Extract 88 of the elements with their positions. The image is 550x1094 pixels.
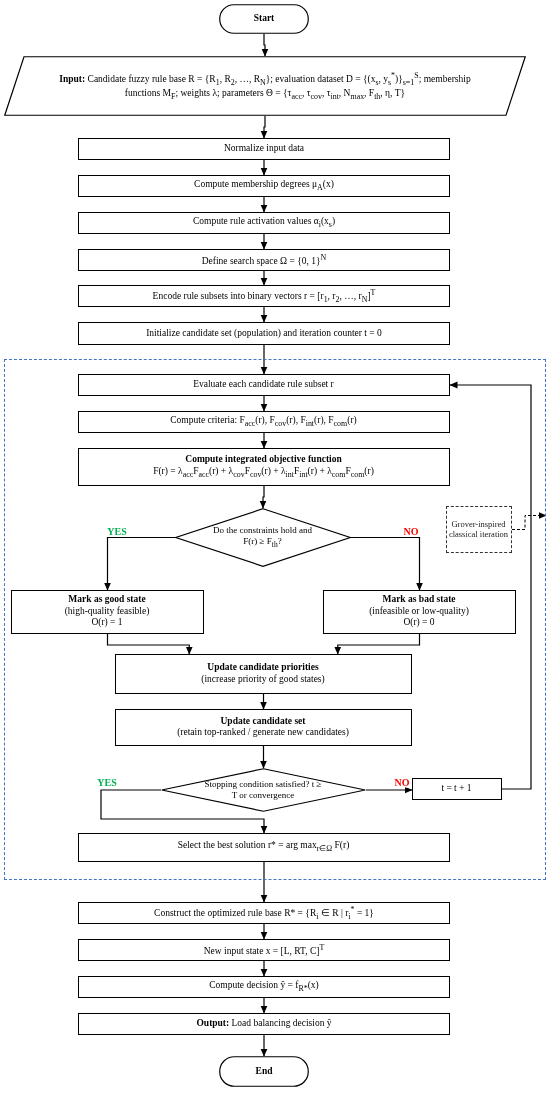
arrow bbox=[260, 306, 268, 323]
note-box bbox=[445, 505, 512, 553]
arrow bbox=[350, 536, 423, 591]
arrow bbox=[259, 485, 267, 509]
arrow bbox=[260, 745, 267, 769]
step-text: O(r) = 1 bbox=[91, 617, 123, 629]
step-text: Start bbox=[253, 13, 275, 25]
process-box bbox=[10, 589, 204, 634]
arrow bbox=[449, 381, 532, 790]
step-text: Do the constraints hold and F(r) ≥ F$_{th}$? bbox=[212, 525, 313, 549]
step-text: t = t + 1 bbox=[441, 782, 472, 795]
process-box bbox=[114, 708, 412, 746]
arrow bbox=[260, 270, 268, 286]
step-text: (increase priority of good states) bbox=[201, 673, 325, 685]
arrow bbox=[511, 512, 547, 530]
process-box bbox=[77, 832, 450, 862]
step-text: Define search space Ω = {0, 1}$^{N}$ bbox=[201, 252, 327, 268]
step-text: Select the best solution r* = arg max$_{r∈Ω}$ F(r) bbox=[177, 840, 350, 854]
heading-text: Update candidate set bbox=[220, 715, 306, 727]
arrow bbox=[334, 633, 421, 655]
step-text: End bbox=[255, 1065, 273, 1078]
arrow bbox=[260, 861, 268, 903]
process-box bbox=[78, 976, 450, 998]
step-text: Stopping condition satisfied? t ≥ T or convergence bbox=[203, 778, 323, 801]
process-box bbox=[78, 322, 450, 345]
process-box bbox=[78, 175, 450, 197]
step-text: Output: Load balancing decision ŷ bbox=[196, 1018, 332, 1030]
process-box bbox=[78, 212, 450, 234]
arrow bbox=[260, 432, 268, 449]
decision-diamond bbox=[160, 767, 366, 812]
decision-diamond bbox=[174, 507, 351, 567]
arrow bbox=[106, 633, 193, 655]
arrow bbox=[261, 33, 269, 57]
process-box bbox=[411, 777, 502, 800]
terminal-box bbox=[219, 1056, 309, 1087]
process-box bbox=[77, 447, 450, 486]
heading-text: Mark as good state bbox=[68, 594, 146, 606]
step-text: (infeasible or low-quality) bbox=[369, 605, 469, 618]
step-text: Grover-inspired classical iteration bbox=[447, 518, 510, 540]
terminal-box bbox=[219, 4, 309, 34]
edge-label: YES bbox=[96, 776, 118, 788]
arrow bbox=[100, 789, 268, 834]
step-text: New input state x = [L, RT, C]$^{T}$ bbox=[203, 942, 325, 958]
step-text: (high-quality feasible) bbox=[64, 605, 150, 618]
arrow bbox=[260, 923, 268, 940]
step-text: (retain top-ranked / generate new candidates) bbox=[177, 727, 349, 739]
process-box bbox=[78, 939, 450, 961]
step-text: Compute rule activation values α$_{i}$(x$_{s}$) bbox=[192, 216, 336, 230]
step-text: Evaluate each candidate rule subset r bbox=[193, 378, 334, 391]
arrow bbox=[260, 196, 268, 213]
arrow bbox=[104, 536, 176, 591]
arrow bbox=[260, 1034, 268, 1057]
step-text: Compute criteria: F$_{acc}$(r), F$_{cov}$(r), F$_{int}$(r), F$_{com}$(r) bbox=[170, 414, 357, 429]
edge-label: NO bbox=[393, 776, 411, 788]
heading-text: Mark as bad state bbox=[382, 594, 456, 606]
arrow bbox=[260, 159, 268, 176]
step-text: Compute membership degrees μ$_{A}$(x) bbox=[194, 179, 334, 193]
step-text: Initialize candidate set (population) and iteration counter t = 0 bbox=[146, 327, 382, 340]
edge-label: NO bbox=[402, 525, 420, 536]
step-text: Input: Candidate fuzzy rule base R = {R$_{1}$, R$_{2}$, …, R$_{N}$}; evaluation dataset D = {(x$_{s}$, y$_{s}$$^{*}$)}$_{s=1}$$^{S}$; membership functions M$_{F}$; weights λ; parameters Θ = {τ$_{acc}$, τ$_{cov}$, τ$_{int}$, N$_{max}$, F$_{th}$, η, T} bbox=[58, 71, 472, 101]
step-text: Encode rule subsets into binary vectors r = [r$_{1}$, r$_{2}$, …, r$_{N}$]$^{T}$ bbox=[152, 287, 376, 305]
arrow bbox=[260, 344, 268, 375]
process-box bbox=[114, 653, 412, 694]
arrow bbox=[260, 960, 268, 977]
step-text: O(r) = 0 bbox=[403, 617, 435, 629]
step-text: Construct the optimized rule base R* = {R$_{i}$ ∈ R | r$_{i}$$^{*}$ = 1} bbox=[154, 904, 374, 922]
heading-text: Update candidate priorities bbox=[207, 662, 319, 674]
step-text: Normalize input data bbox=[223, 143, 305, 155]
process-box bbox=[77, 373, 450, 396]
arrow bbox=[260, 997, 268, 1014]
loop-region bbox=[4, 359, 546, 880]
arrow bbox=[365, 786, 413, 794]
process-box bbox=[78, 249, 450, 271]
process-box bbox=[78, 1013, 450, 1035]
process-box bbox=[78, 138, 450, 160]
heading-text: Compute integrated objective function bbox=[185, 454, 342, 466]
arrow bbox=[260, 115, 268, 139]
process-box bbox=[322, 589, 516, 634]
input-parallelogram bbox=[4, 56, 526, 116]
arrow bbox=[260, 233, 268, 250]
arrow bbox=[260, 693, 267, 710]
arrow bbox=[260, 395, 268, 412]
process-box bbox=[77, 410, 450, 433]
process-box bbox=[78, 285, 450, 307]
edge-label: YES bbox=[106, 525, 128, 536]
step-text: F(r) = λ$_{acc}$F$_{acc}$(r) + λ$_{cov}$F$_{cov}$(r) + λ$_{int}$F$_{int}$(r) + λ$_{com}$F$_{com}$(r) bbox=[153, 465, 374, 479]
step-text: Compute decision ŷ = f$_{R*}$(x) bbox=[209, 980, 319, 994]
process-box bbox=[78, 902, 450, 924]
